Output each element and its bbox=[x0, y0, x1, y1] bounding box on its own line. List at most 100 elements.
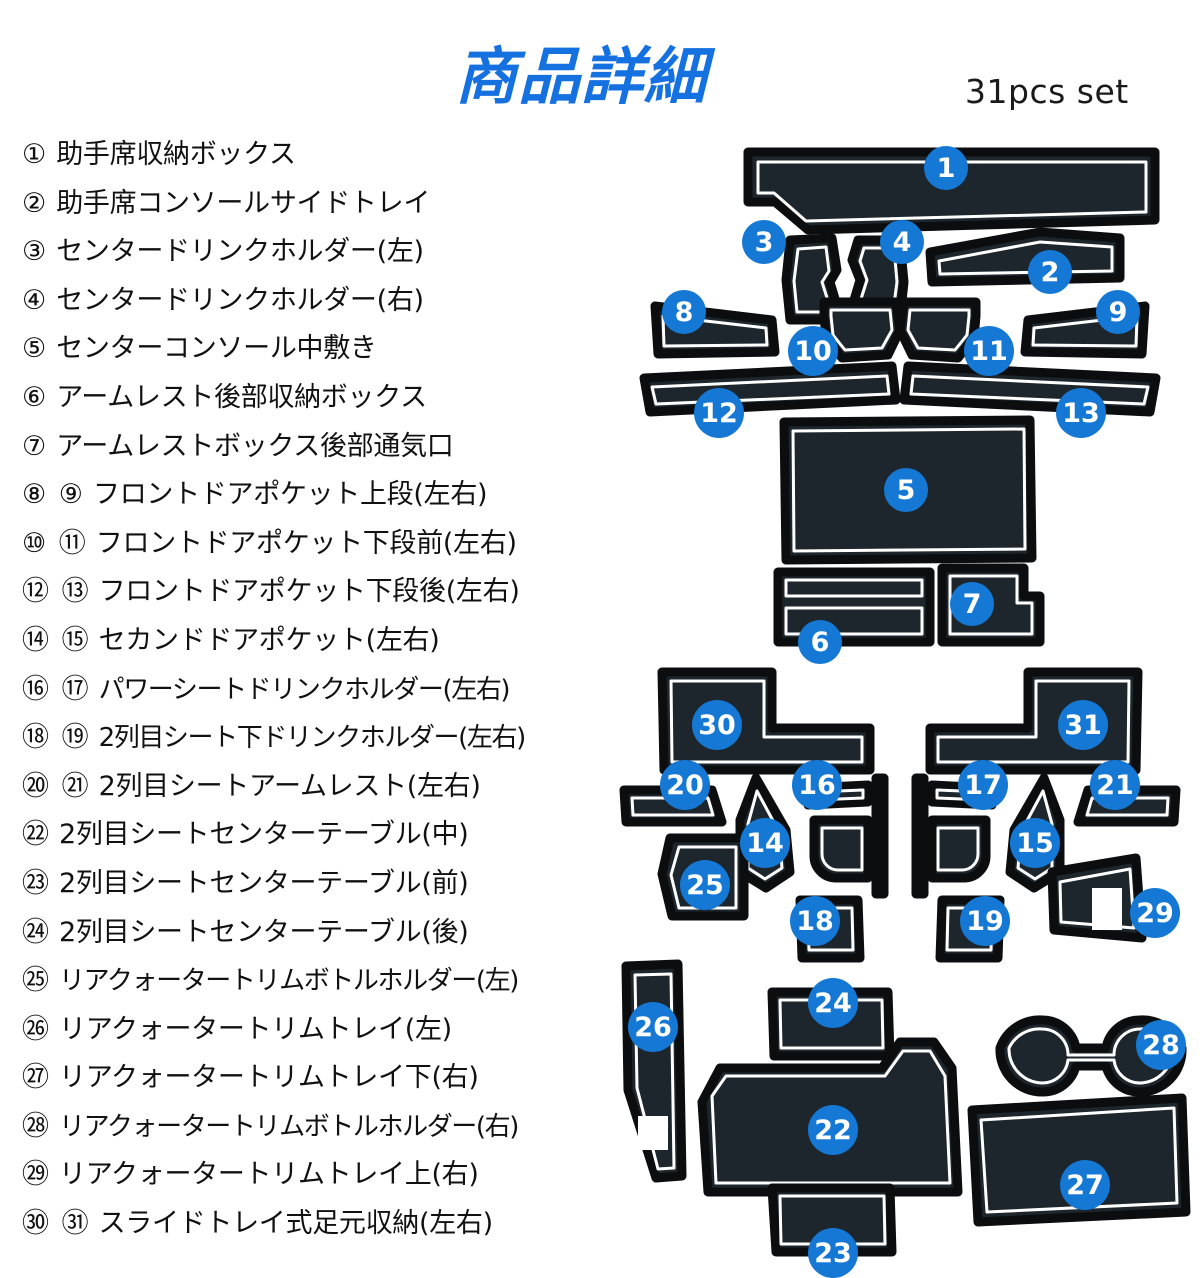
badge-part-14[interactable]: 14 bbox=[740, 818, 790, 868]
badge-part-19[interactable]: 19 bbox=[960, 896, 1010, 946]
badge-part-23[interactable]: 23 bbox=[808, 1228, 858, 1278]
badge-part-29[interactable]: 29 bbox=[1130, 888, 1180, 938]
shape-center-cup-holders bbox=[809, 815, 991, 883]
legend-item-numbers: ㉖ bbox=[22, 1013, 51, 1045]
badge-part-31[interactable]: 31 bbox=[1058, 700, 1108, 750]
legend-item-label: アームレストボックス後部通気口 bbox=[56, 430, 454, 462]
badge-part-24[interactable]: 24 bbox=[808, 978, 858, 1028]
legend-item-numbers: ⑭ ⑮ bbox=[22, 624, 91, 656]
legend-item-label: リアクォータートリムトレイ(左) bbox=[59, 1013, 452, 1045]
legend-item-numbers: ② bbox=[22, 187, 49, 219]
legend-item-numbers: ㉙ bbox=[22, 1159, 51, 1191]
badge-part-18[interactable]: 18 bbox=[790, 896, 840, 946]
legend-item-numbers: ④ bbox=[22, 284, 49, 316]
legend-item-numbers: ⑯ ⑰ bbox=[22, 673, 91, 705]
legend-item-numbers: ㉘ bbox=[22, 1110, 51, 1142]
badge-part-4[interactable]: 4 bbox=[880, 220, 924, 264]
legend-item-label: 2列目シートセンターテーブル(前) bbox=[59, 867, 469, 899]
shape-part-2 bbox=[925, 227, 1125, 287]
parts-shapes: .pf{fill:#1d262c;stroke:#0b0d0f;stroke-w… bbox=[619, 147, 1191, 1257]
legend-item-label: セカンドドアポケット(左右) bbox=[98, 624, 440, 656]
legend-item-numbers: ⑥ bbox=[22, 381, 49, 413]
shape-part-13 bbox=[899, 361, 1161, 417]
legend-item-numbers: ③ bbox=[22, 236, 49, 268]
legend-item-numbers: ㉓ bbox=[22, 867, 51, 899]
legend-item-label: 2列目シートアームレスト(左右) bbox=[98, 770, 481, 802]
shape-part-1 bbox=[743, 147, 1160, 235]
badge-part-20[interactable]: 20 bbox=[660, 760, 710, 810]
legend-item-numbers: ㉒ bbox=[22, 819, 51, 851]
badge-part-16[interactable]: 16 bbox=[792, 760, 842, 810]
badge-part-6[interactable]: 6 bbox=[798, 620, 842, 664]
legend-item-label: センタードリンクホルダー(左) bbox=[56, 236, 424, 268]
legend-item-label: パワーシートドリンクホルダー(左右) bbox=[98, 674, 511, 705]
badge-part-1[interactable]: 1 bbox=[924, 146, 968, 190]
legend-item-numbers: ⑳ ㉑ bbox=[22, 770, 91, 802]
legend-item-label: スライドトレイ式足元収納(左右) bbox=[98, 1208, 494, 1240]
legend-item-numbers: ⑩ ⑪ bbox=[22, 527, 88, 559]
badge-part-7[interactable]: 7 bbox=[950, 582, 994, 626]
badge-part-11[interactable]: 11 bbox=[964, 326, 1014, 376]
legend-item-label: リアクォータートリムトレイ上(右) bbox=[59, 1159, 479, 1191]
badge-part-9[interactable]: 9 bbox=[1096, 290, 1140, 334]
legend-item-numbers: ① bbox=[22, 139, 49, 170]
legend-item-numbers: ⑫ ⑬ bbox=[22, 576, 91, 608]
badge-part-25[interactable]: 25 bbox=[680, 860, 730, 910]
piece-count-label: 31pcs set bbox=[965, 72, 1129, 111]
badge-part-12[interactable]: 12 bbox=[694, 388, 744, 438]
shape-part-29 bbox=[1047, 853, 1147, 943]
badge-part-21[interactable]: 21 bbox=[1090, 760, 1140, 810]
legend-item-numbers: ㉚ ㉛ bbox=[22, 1208, 91, 1240]
badge-part-13[interactable]: 13 bbox=[1056, 388, 1106, 438]
legend-item-numbers: ㉕ bbox=[22, 965, 51, 997]
shape-part-26 bbox=[621, 959, 687, 1183]
badge-part-17[interactable]: 17 bbox=[958, 760, 1008, 810]
legend-item-label: フロントドアポケット上段(左右) bbox=[93, 479, 488, 511]
badge-part-2[interactable]: 2 bbox=[1028, 250, 1072, 294]
legend-item-label: リアクォータートリムボトルホルダー(左) bbox=[59, 966, 519, 997]
badge-part-28[interactable]: 28 bbox=[1136, 1020, 1186, 1070]
badge-part-22[interactable]: 22 bbox=[808, 1105, 858, 1155]
legend-item-label: 助手席コンソールサイドトレイ bbox=[56, 187, 431, 219]
badge-part-5[interactable]: 5 bbox=[884, 468, 928, 512]
badge-part-26[interactable]: 26 bbox=[628, 1002, 678, 1052]
legend-item-numbers: ⑧ ⑨ bbox=[22, 479, 85, 511]
badge-part-30[interactable]: 30 bbox=[692, 700, 742, 750]
badge-part-8[interactable]: 8 bbox=[662, 290, 706, 334]
legend-item-label: センタードリンクホルダー(右) bbox=[56, 284, 424, 316]
badge-part-27[interactable]: 27 bbox=[1060, 1160, 1110, 1210]
shape-part-11 bbox=[895, 297, 981, 363]
shape-part-12 bbox=[639, 361, 901, 417]
shape-part-10 bbox=[819, 297, 905, 363]
badge-part-15[interactable]: 15 bbox=[1010, 818, 1060, 868]
legend-item-label: 2列目シート下ドリンクホルダー(左右) bbox=[98, 723, 527, 754]
badge-part-10[interactable]: 10 bbox=[788, 326, 838, 376]
legend-item-label: センターコンソール中敷き bbox=[56, 333, 377, 365]
legend-item-label: フロントドアポケット下段前(左右) bbox=[95, 527, 517, 559]
badge-part-3[interactable]: 3 bbox=[742, 220, 786, 264]
legend-item-numbers: ㉗ bbox=[22, 1062, 51, 1094]
shape-center-divider bbox=[871, 773, 929, 899]
legend-item-label: 助手席収納ボックス bbox=[56, 139, 296, 170]
